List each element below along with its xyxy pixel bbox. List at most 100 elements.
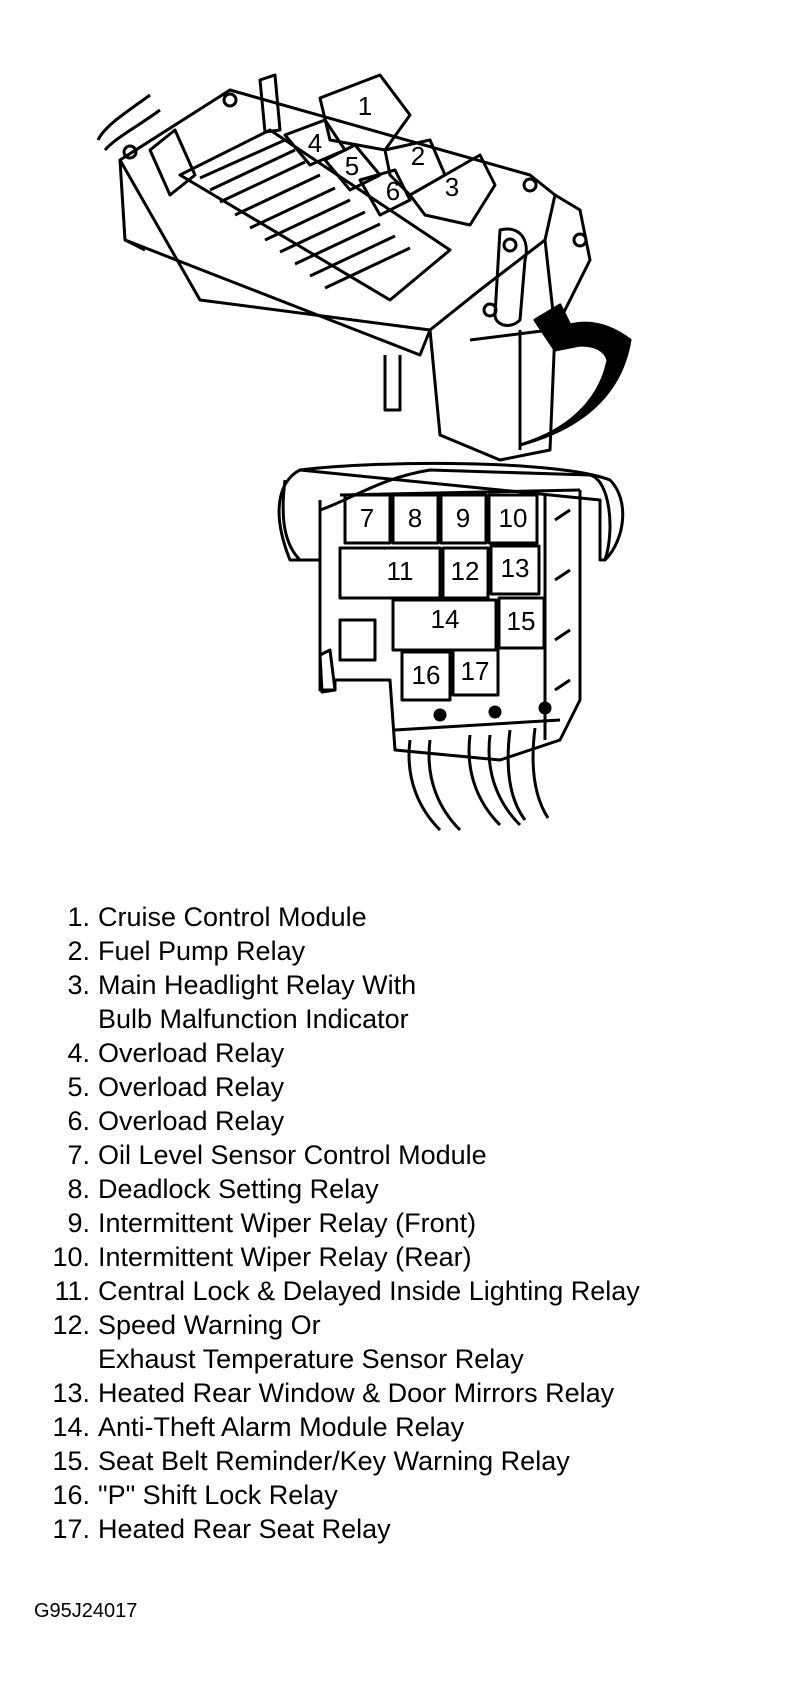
legend-item: 10. Intermittent Wiper Relay (Rear) xyxy=(30,1240,790,1274)
relay-8-shape xyxy=(391,493,440,545)
relay-label-15: 15 xyxy=(507,606,536,636)
legend-item: 4. Overload Relay xyxy=(30,1036,790,1070)
lower-relay-box xyxy=(277,461,625,832)
legend-number: 13. xyxy=(52,1378,90,1408)
legend-description: Anti-Theft Alarm Module Relay xyxy=(98,1410,464,1444)
legend-number: 1. xyxy=(67,902,90,932)
legend-description: Speed Warning Or Exhaust Temperature Sens… xyxy=(98,1308,524,1376)
relay-11-shape xyxy=(338,546,442,600)
legend-item: 16. "P" Shift Lock Relay xyxy=(30,1478,790,1512)
relay-legend: 1. Cruise Control Module 2. Fuel Pump Relay… xyxy=(30,900,790,1546)
relay-label-17: 17 xyxy=(461,656,490,686)
legend-description: Overload Relay xyxy=(98,1036,284,1070)
legend-number: 6. xyxy=(67,1106,90,1136)
legend-description-line: Seat Belt Reminder/Key Warning Relay xyxy=(98,1446,570,1476)
relay-label-4: 4 xyxy=(308,128,322,158)
legend-description-line: Heated Rear Seat Relay xyxy=(98,1514,391,1544)
relay-label-7: 7 xyxy=(360,503,374,533)
figure-code: G95J24017 xyxy=(34,1600,138,1622)
legend-number: 12. xyxy=(52,1310,90,1340)
legend-description-line: Cruise Control Module xyxy=(98,902,367,932)
relay-label-1: 1 xyxy=(358,91,372,121)
relay-12-shape xyxy=(441,546,490,600)
relay-label-9: 9 xyxy=(456,503,470,533)
relay-3-shape xyxy=(408,153,497,227)
relay-label-13: 13 xyxy=(501,553,530,583)
legend-description: Overload Relay xyxy=(98,1104,284,1138)
legend-description: Heated Rear Seat Relay xyxy=(98,1512,391,1546)
legend-item: 14. Anti-Theft Alarm Module Relay xyxy=(30,1410,790,1444)
relay-label-12: 12 xyxy=(451,556,480,586)
legend-description: Seat Belt Reminder/Key Warning Relay xyxy=(98,1444,570,1478)
legend-item: 5. Overload Relay xyxy=(30,1070,790,1104)
legend-item: 17. Heated Rear Seat Relay xyxy=(30,1512,790,1546)
legend-description-line: Overload Relay xyxy=(98,1072,285,1102)
legend-description-line: Oil Level Sensor Control Module xyxy=(98,1140,487,1170)
legend-description-line: Deadlock Setting Relay xyxy=(98,1174,379,1204)
relay-15-shape xyxy=(497,596,546,650)
legend-item: 6. Overload Relay xyxy=(30,1104,790,1138)
legend-description: Fuel Pump Relay xyxy=(98,934,305,968)
legend-item: 12. Speed Warning Or Exhaust Temperature S… xyxy=(30,1308,790,1376)
legend-item: 15. Seat Belt Reminder/Key Warning Relay xyxy=(30,1444,790,1478)
legend-description-line: Bulb Malfunction Indicator xyxy=(98,1004,409,1034)
legend-number: 8. xyxy=(67,1174,90,1204)
legend-number: 3. xyxy=(67,970,90,1000)
relay-14-shape xyxy=(391,598,498,652)
legend-number: 15. xyxy=(52,1446,90,1476)
relay-10-shape xyxy=(487,493,539,545)
legend-description: Intermittent Wiper Relay (Rear) xyxy=(98,1240,472,1274)
relay-13-shape xyxy=(489,544,541,596)
legend-description-line: Fuel Pump Relay xyxy=(98,936,306,966)
legend-item: 8. Deadlock Setting Relay xyxy=(30,1172,790,1206)
legend-number: 4. xyxy=(67,1038,90,1068)
legend-description-line: Overload Relay xyxy=(98,1038,285,1068)
legend-item: 1. Cruise Control Module xyxy=(30,900,790,934)
legend-description-line: Speed Warning Or xyxy=(98,1310,321,1340)
legend-number: 2. xyxy=(67,936,90,966)
legend-description-line: Exhaust Temperature Sensor Relay xyxy=(98,1344,524,1374)
legend-description: Heated Rear Window & Door Mirrors Relay xyxy=(98,1376,614,1410)
legend-description-line: Central Lock & Delayed Inside Lighting R… xyxy=(98,1276,640,1306)
legend-number: 7. xyxy=(67,1140,90,1170)
legend-number: 10. xyxy=(52,1242,90,1272)
relay-label-11: 11 xyxy=(387,556,414,586)
legend-item: 7. Oil Level Sensor Control Module xyxy=(30,1138,790,1172)
legend-description: Central Lock & Delayed Inside Lighting R… xyxy=(98,1274,640,1308)
legend-description-line: Intermittent Wiper Relay (Front) xyxy=(98,1208,477,1238)
relay-label-6: 6 xyxy=(386,176,400,206)
legend-number: 11. xyxy=(54,1276,90,1306)
relay-label-3: 3 xyxy=(445,172,459,202)
relay-label-10: 10 xyxy=(499,503,528,533)
legend-item: 2. Fuel Pump Relay xyxy=(30,934,790,968)
relay-16-shape xyxy=(400,650,452,702)
legend-item: 9.Intermittent Wiper Relay (Front) xyxy=(30,1206,790,1240)
legend-number: 16. xyxy=(52,1480,90,1510)
relay-6-shape xyxy=(358,168,412,217)
relay-label-2: 2 xyxy=(411,141,425,171)
legend-description-line: "P" Shift Lock Relay xyxy=(98,1480,338,1510)
legend-item: 13. Heated Rear Window & Door Mirrors Rel… xyxy=(30,1376,790,1410)
relay-7-shape xyxy=(343,493,392,545)
relay-label-8: 8 xyxy=(408,503,422,533)
legend-number: 5. xyxy=(67,1072,90,1102)
legend-description: Deadlock Setting Relay xyxy=(98,1172,379,1206)
relay-label-14: 14 xyxy=(431,604,460,634)
relay-17-shape xyxy=(451,648,500,697)
legend-description-line: Intermittent Wiper Relay (Rear) xyxy=(98,1242,472,1272)
move-arrow-icon xyxy=(518,303,632,447)
legend-description: Overload Relay xyxy=(98,1070,284,1104)
legend-number: 17. xyxy=(52,1514,90,1544)
legend-description: Oil Level Sensor Control Module xyxy=(98,1138,487,1172)
upper-relay-box xyxy=(96,73,592,462)
relay-9-shape xyxy=(439,493,488,545)
legend-description: Intermittent Wiper Relay (Front) xyxy=(98,1206,476,1240)
legend-item: 11. Central Lock & Delayed Inside Lightin… xyxy=(30,1274,790,1308)
legend-description-line: Heated Rear Window & Door Mirrors Relay xyxy=(98,1378,615,1408)
legend-number: 14. xyxy=(52,1412,90,1442)
legend-description: Cruise Control Module xyxy=(98,900,367,934)
relay-1-shape xyxy=(318,73,412,152)
legend-description: "P" Shift Lock Relay xyxy=(98,1478,338,1512)
relay-box-diagram: 1 2 3 4 5 6 7 8 9 10 11 12 13 14 15 16 1… xyxy=(96,73,632,832)
